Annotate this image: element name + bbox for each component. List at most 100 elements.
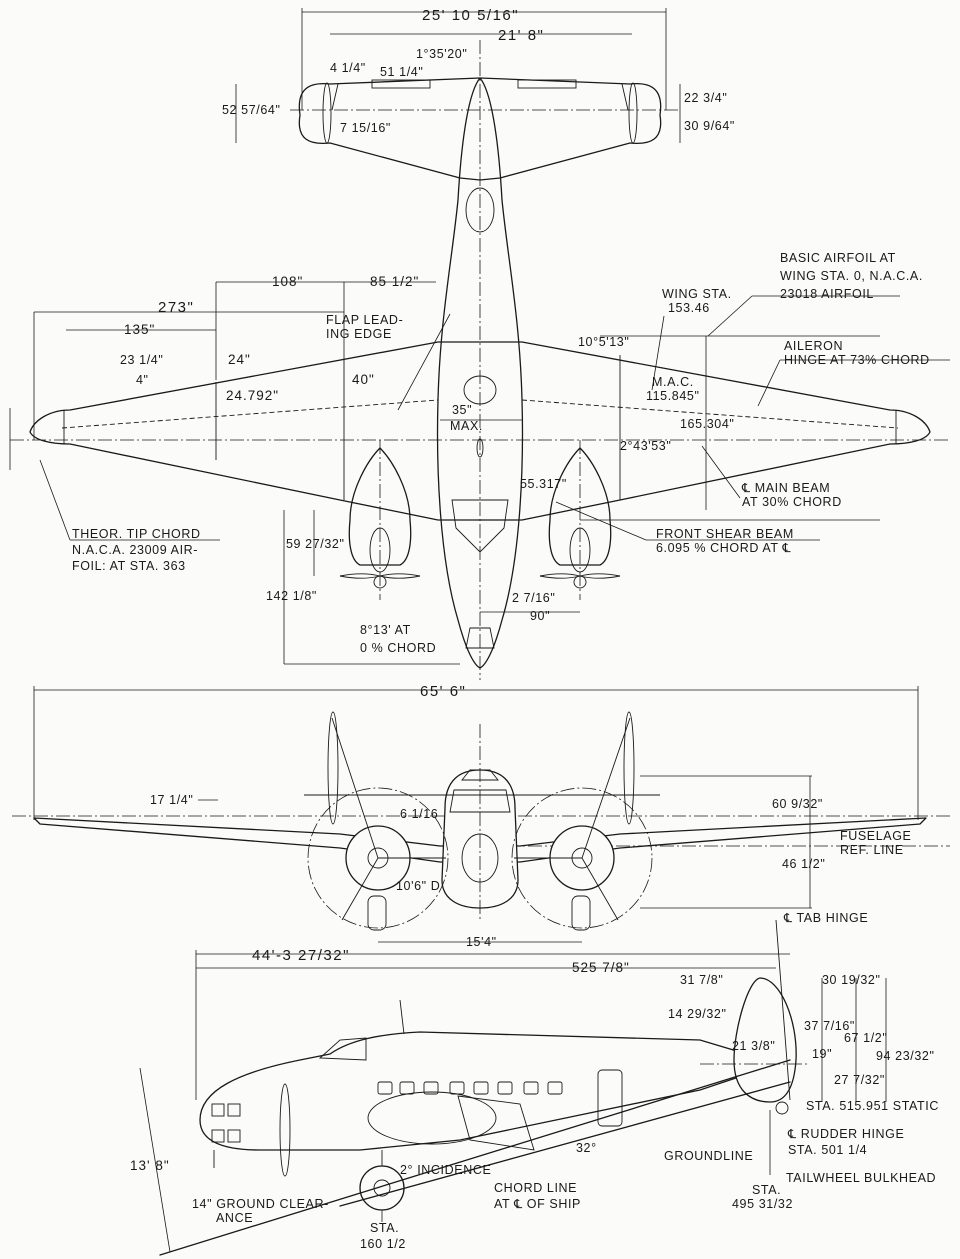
- vertical-fin: [733, 977, 797, 1103]
- side-view: [139, 919, 887, 1256]
- label-height: 13' 8": [130, 1158, 170, 1173]
- label-tab-width: 4": [136, 373, 149, 387]
- label-flap-le-1: FLAP LEAD-: [326, 313, 403, 327]
- label-angle-8-13-2: 0 % CHORD: [360, 641, 436, 655]
- label-front-shear-1: FRONT SHEAR BEAM: [656, 527, 794, 541]
- main-wheel-hub: [373, 1179, 391, 1197]
- label-ground-clearance-2: ANCE: [216, 1211, 253, 1225]
- label-tip-chord-1: THEOR. TIP CHORD: [72, 527, 201, 541]
- label-tip-chord-2: N.A.C.A. 23009 AIR-: [72, 543, 198, 557]
- label-fin-19: 19": [812, 1047, 832, 1061]
- label-prop-clearance: 6 1/16: [400, 807, 438, 821]
- tab-hinge-line: [775, 919, 791, 1101]
- left-prop-disc: [307, 787, 449, 929]
- label-sta-160-1: STA.: [370, 1221, 399, 1235]
- label-tip-chord-3: FOIL: AT STA. 363: [72, 559, 186, 573]
- label-sta-160-2: 160 1/2: [360, 1237, 406, 1251]
- dorsal-turret-front: [461, 769, 499, 781]
- prop-side: [279, 1083, 291, 1177]
- label-angle-2-43-53: 2°43'53": [620, 439, 671, 453]
- windscreen-front: [449, 789, 511, 813]
- label-tail-fwd-hinge: 22 3/4": [684, 91, 727, 105]
- left-endplate: [322, 82, 332, 144]
- label-sta-495-1: STA.: [752, 1183, 781, 1197]
- label-static-sta: STA. 515.951 STATIC: [806, 1099, 939, 1113]
- label-dim-273: 273": [158, 299, 194, 316]
- plan-view: [9, 8, 950, 680]
- right-main-gear-front: [571, 895, 591, 931]
- elevator-tab-left: [371, 79, 431, 89]
- label-angle-8-13-1: 8°13' AT: [360, 623, 411, 637]
- overall-height-line: [139, 1067, 171, 1253]
- label-tail-span-overall: 25' 10 5/16": [422, 7, 519, 24]
- label-prop-diameter: 10'6" D: [396, 879, 440, 893]
- nacelle-side: [367, 1091, 497, 1145]
- label-aileron-hinge-1: AILERON: [784, 339, 843, 353]
- right-prop-plan: [539, 573, 621, 579]
- right-prop-blades: [514, 717, 631, 921]
- label-root-chord-165: 165.304": [680, 417, 734, 431]
- label-flap-le-2: ING EDGE: [326, 327, 392, 341]
- left-prop-blade-up: [327, 711, 339, 825]
- label-fin-67: 67 1/2": [844, 1031, 887, 1045]
- label-basic-airfoil-3: 23018 AIRFOIL: [780, 287, 874, 301]
- wing-plan: [29, 341, 931, 521]
- label-sta-495-2: 495 31/32: [732, 1197, 793, 1211]
- right-nacelle: [548, 447, 612, 566]
- antenna-mast: [476, 438, 484, 458]
- elevator-tab-right: [517, 79, 577, 89]
- labels: 25' 10 5/16" 21' 8" 1°35'20" 51 1/4" 4 1…: [72, 7, 939, 1251]
- label-wing-sta-2: 153.46: [668, 301, 710, 315]
- label-fuselage-ref-1: FUSELAGE: [840, 829, 912, 843]
- label-chord-line-1: CHORD LINE: [494, 1181, 577, 1195]
- nose-window-1: [211, 1103, 225, 1117]
- label-dim-55-317: 55.317": [520, 477, 567, 491]
- right-endplate: [628, 82, 638, 144]
- label-tip-dihedral: 17 1/4": [150, 793, 193, 807]
- front-view: [12, 686, 950, 943]
- label-nacelle-len: 59 27/32": [286, 537, 345, 551]
- nose-window-4: [227, 1129, 241, 1143]
- right-prop-blade-up: [623, 711, 635, 825]
- label-angle-32: 32°: [576, 1141, 597, 1155]
- label-mac-1: M.A.C.: [652, 375, 694, 389]
- label-span: 65' 6": [420, 683, 466, 700]
- label-aileron-hinge-2: HINGE AT 73% CHORD: [784, 353, 930, 367]
- label-basic-airfoil-1: BASIC AIRFOIL AT: [780, 251, 896, 265]
- cockpit-windows-side: [318, 1037, 367, 1061]
- label-groundline: GROUNDLINE: [664, 1149, 753, 1163]
- label-fuselage-width-max: MAX.: [450, 419, 483, 433]
- label-fin-14: 14 29/32": [668, 1007, 727, 1021]
- label-tail-tab: 51 1/4": [380, 65, 423, 79]
- horizontal-tail: [298, 77, 662, 181]
- label-ground-clearance-1: 14" GROUND CLEAR-: [192, 1197, 329, 1211]
- label-fin-37: 37 7/16": [804, 1019, 855, 1033]
- label-tail-tip-offset: 4 1/4": [330, 61, 366, 75]
- right-prop-disc: [511, 787, 653, 929]
- left-main-gear-front: [367, 895, 387, 931]
- label-dim-85: 85 1/2": [370, 274, 419, 289]
- left-prop-blades: [331, 717, 446, 921]
- tail-hinge-right: [621, 83, 629, 111]
- label-main-beam-1: ℄ MAIN BEAM: [741, 481, 830, 495]
- label-dim-108: 108": [272, 274, 303, 289]
- label-prop-to-le: 142 1/8": [266, 589, 317, 603]
- nose-window-2: [227, 1103, 241, 1117]
- label-engine-spacing: 90": [530, 609, 550, 623]
- label-prop-offset: 2 7/16": [512, 591, 555, 605]
- label-tail-span-stab: 21' 8": [498, 27, 544, 44]
- beam-line-right: [521, 399, 899, 429]
- label-overall-length: 44'-3 27/32": [252, 947, 350, 964]
- label-dim-24: 24": [228, 352, 251, 367]
- label-fin-94: 94 23/32": [876, 1049, 935, 1063]
- label-fuselage-ref-2: REF. LINE: [840, 843, 904, 857]
- label-dim-135: 135": [124, 322, 155, 337]
- label-tail-root-chord: 52 57/64": [222, 103, 281, 117]
- plan-dimension-lines: [9, 8, 950, 665]
- label-mac-2: 115.845": [646, 389, 700, 403]
- label-basic-airfoil-2: WING STA. 0, N.A.C.A.: [780, 269, 923, 283]
- left-prop-plan: [339, 573, 421, 579]
- label-fin-21: 21 3/8": [732, 1039, 775, 1053]
- label-sta-length: 525 7/8": [572, 960, 630, 975]
